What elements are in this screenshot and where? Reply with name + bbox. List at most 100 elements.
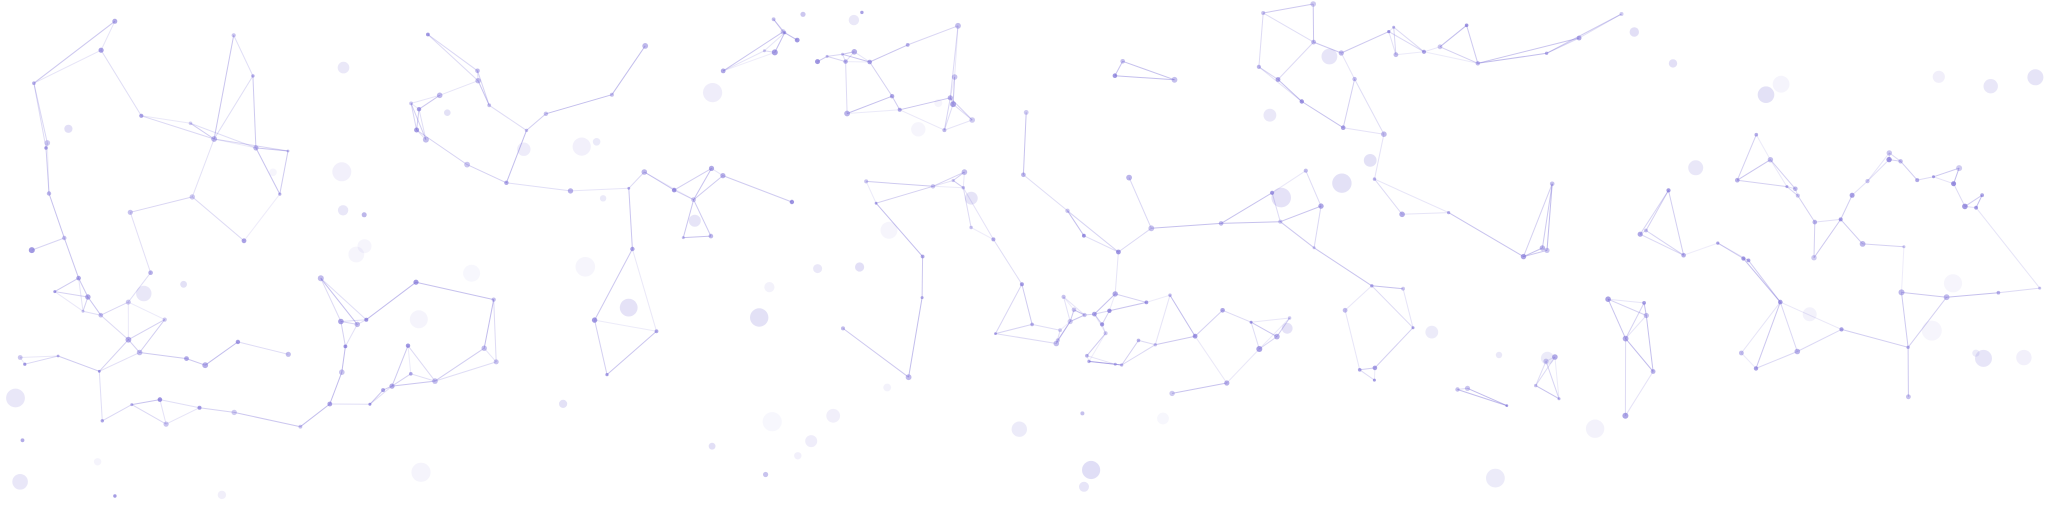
- network-node: [211, 136, 218, 142]
- connection-line: [1063, 296, 1085, 316]
- connection-line: [98, 371, 103, 421]
- network-node: [844, 110, 850, 117]
- connection-line: [1343, 127, 1384, 135]
- network-node: [1898, 289, 1905, 296]
- floating-bubble: [1629, 27, 1640, 37]
- connection-line: [526, 113, 547, 131]
- connection-line: [846, 95, 893, 114]
- connection-line: [243, 193, 281, 242]
- network-node: [1340, 125, 1346, 130]
- connection-line: [410, 373, 436, 382]
- floating-bubble: [1486, 468, 1505, 488]
- connection-line: [943, 104, 954, 131]
- connection-line: [1122, 60, 1175, 81]
- network-node: [285, 351, 291, 357]
- connection-line: [1645, 230, 1684, 256]
- network-node: [951, 178, 955, 183]
- connection-line: [773, 18, 786, 34]
- network-node: [1144, 300, 1149, 305]
- floating-bubble: [180, 280, 188, 288]
- connection-line: [1889, 152, 1901, 162]
- network-node: [905, 43, 910, 47]
- network-node: [874, 201, 878, 205]
- connection-line: [427, 34, 478, 72]
- connection-line: [1668, 190, 1685, 256]
- connection-line: [954, 25, 959, 78]
- network-node: [1107, 308, 1112, 313]
- network-node: [1148, 225, 1155, 232]
- network-node: [843, 59, 848, 64]
- connection-line: [1797, 328, 1842, 352]
- floating-bubbles: [6, 14, 2044, 500]
- network-node: [125, 336, 132, 343]
- network-node: [920, 296, 924, 300]
- connection-line: [54, 277, 79, 293]
- network-node: [1411, 326, 1415, 330]
- network-node: [422, 136, 429, 143]
- connection-line: [1780, 301, 1842, 330]
- network-node: [1906, 394, 1911, 400]
- connection-line: [869, 44, 908, 63]
- connection-line: [477, 80, 490, 106]
- floating-bubble: [572, 137, 591, 156]
- connection-line: [24, 355, 59, 365]
- network-node: [20, 438, 25, 443]
- network-node: [1643, 312, 1649, 319]
- network-node: [136, 349, 143, 356]
- floating-bubble: [357, 239, 372, 254]
- connection-line: [506, 182, 571, 192]
- connection-line: [1645, 315, 1654, 372]
- network-node: [1838, 217, 1843, 222]
- connection-line: [1226, 348, 1260, 384]
- floating-bubble: [764, 282, 775, 293]
- network-node: [1898, 159, 1903, 164]
- network-node: [162, 317, 167, 322]
- connection-line: [191, 196, 245, 242]
- network-node: [1318, 203, 1324, 209]
- network-node: [543, 111, 549, 117]
- connection-line: [854, 51, 870, 63]
- network-node: [1112, 291, 1118, 297]
- network-node: [1085, 353, 1089, 358]
- connection-line: [1545, 361, 1560, 399]
- connection-line: [78, 277, 89, 298]
- connection-line: [416, 129, 468, 166]
- floating-bubble: [463, 264, 481, 282]
- network-node: [1116, 249, 1121, 255]
- network-node: [481, 345, 487, 351]
- connection-line: [1313, 206, 1322, 248]
- floating-bubble: [64, 124, 73, 133]
- connection-line: [98, 339, 129, 372]
- network-node: [1650, 369, 1656, 374]
- network-node: [139, 113, 144, 118]
- floating-bubble: [1540, 351, 1554, 365]
- connection-line: [341, 346, 346, 373]
- connection-line: [723, 51, 775, 72]
- network-node: [1534, 383, 1538, 388]
- connection-line: [1541, 183, 1553, 249]
- connection-line: [82, 310, 101, 316]
- network-node: [1447, 211, 1451, 215]
- floating-bubble: [1321, 48, 1338, 65]
- connection-line: [845, 61, 848, 114]
- network-node: [1962, 203, 1968, 210]
- connection-line: [466, 164, 507, 184]
- connection-line: [1359, 369, 1375, 381]
- connection-line: [1423, 46, 1441, 53]
- connection-line: [1523, 247, 1543, 258]
- network-node: [339, 369, 345, 376]
- network-node: [1030, 322, 1034, 327]
- connection-line: [54, 291, 84, 312]
- connection-line: [1643, 302, 1647, 316]
- network-node: [1741, 256, 1746, 261]
- network-node: [1839, 327, 1844, 332]
- connection-line: [1258, 66, 1279, 80]
- network-node: [1642, 301, 1646, 305]
- network-node: [1544, 51, 1549, 55]
- network-node: [1943, 294, 1950, 301]
- network-node: [1342, 307, 1348, 313]
- connection-line: [631, 248, 657, 332]
- connection-line: [1088, 333, 1107, 362]
- network-node: [487, 103, 492, 108]
- network-node: [991, 237, 996, 242]
